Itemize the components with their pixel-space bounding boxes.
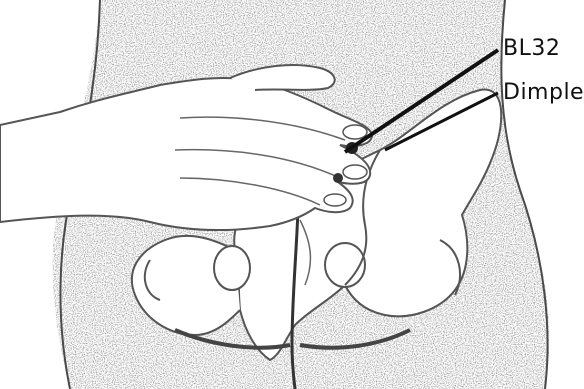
bl32-label: BL32 xyxy=(503,38,560,60)
hand xyxy=(0,65,372,230)
dimple-label: Dimple xyxy=(503,82,584,104)
